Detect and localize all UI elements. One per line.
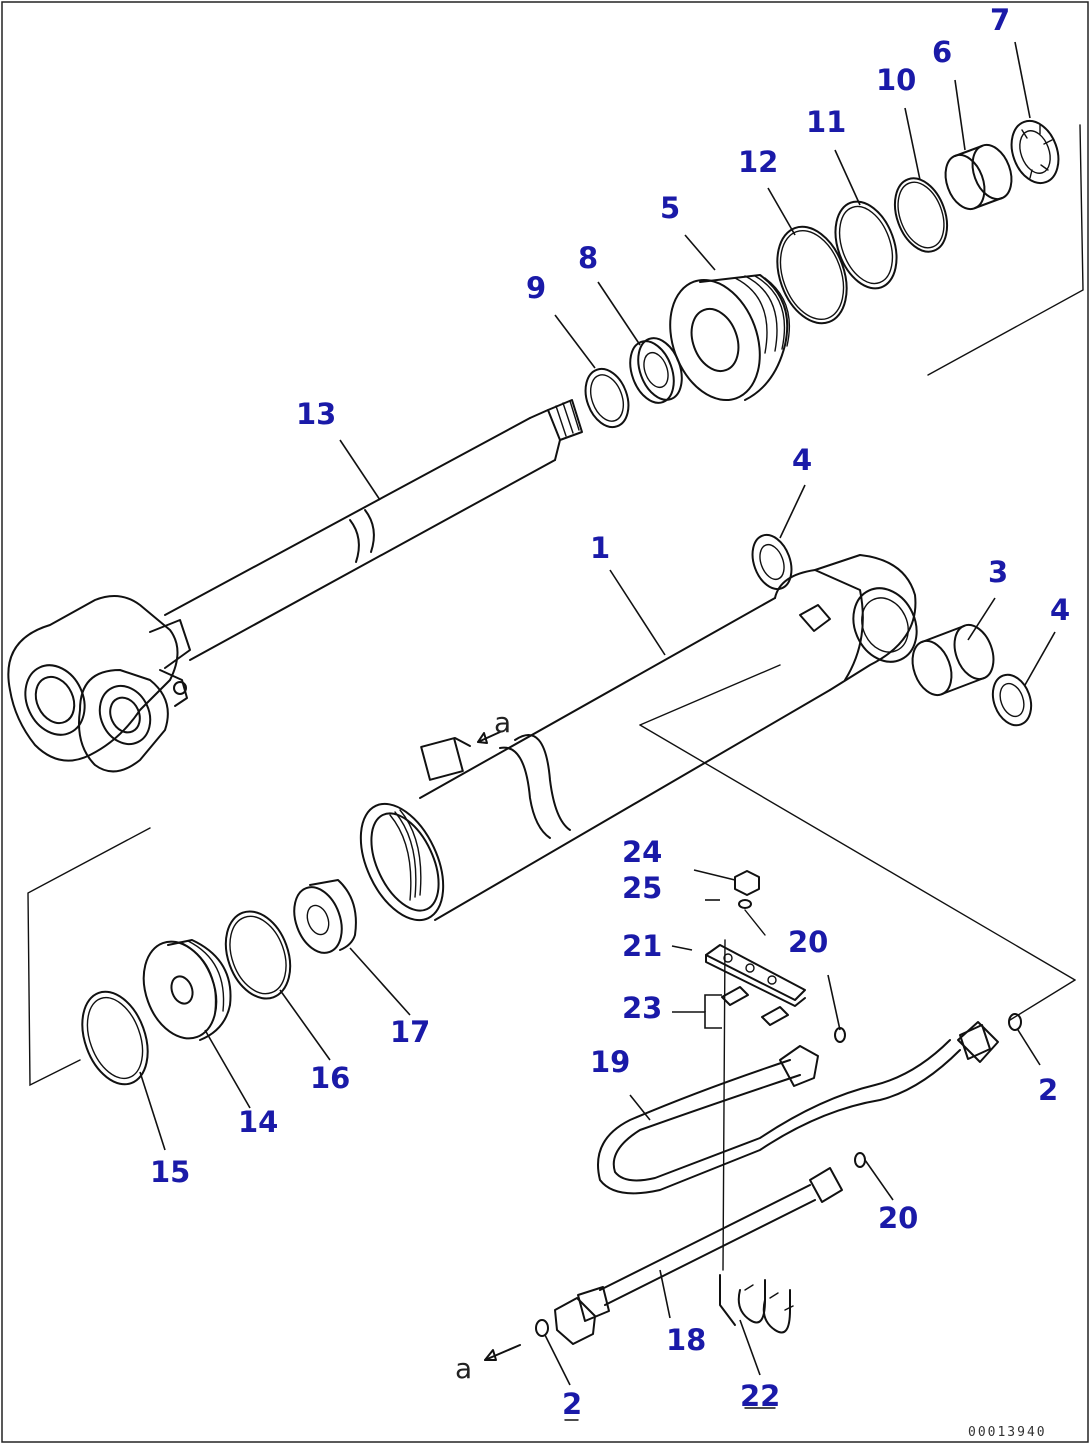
projection-line-upper (927, 124, 1084, 376)
oring-part-20-lower (854, 1152, 866, 1168)
callout-12: 12 (738, 145, 778, 179)
oring-part-2-lower (535, 1319, 549, 1337)
clips-part-23 (721, 986, 789, 1026)
oring-part-20-upper (834, 1027, 846, 1043)
ring-part-12 (776, 225, 848, 325)
seal-part-7 (1010, 120, 1060, 184)
bushing-part-6 (944, 143, 1013, 211)
projection-line-right (1009, 979, 1076, 1021)
view-a-arrow-upper (477, 731, 501, 743)
callout-11: 11 (806, 105, 846, 139)
callout-14: 14 (238, 1105, 278, 1139)
callout-3: 3 (988, 555, 1008, 589)
oring-part-2-right (1008, 1013, 1022, 1031)
callout-4-upper: 4 (792, 443, 812, 477)
bolt-part-24 (734, 870, 760, 896)
snap-ring-part-9 (584, 367, 630, 429)
callout-16: 16 (310, 1061, 350, 1095)
ring-part-10 (893, 177, 949, 253)
bracket-part-21 (705, 944, 806, 1007)
callout-25: 25 (622, 871, 662, 905)
callout-15: 15 (150, 1155, 190, 1189)
callout-2-right: 2 (1038, 1073, 1058, 1107)
callout-8: 8 (578, 241, 598, 275)
callout-7: 7 (990, 3, 1010, 37)
ring-part-11 (834, 200, 898, 290)
seal-part-4-upper (751, 533, 793, 591)
callout-20-lower: 20 (878, 1201, 918, 1235)
callout-9: 9 (526, 271, 546, 305)
callout-4-lower: 4 (1050, 593, 1070, 627)
callout-labels: 7 6 10 11 12 5 8 9 13 1 4 3 4 24 25 21 2… (150, 3, 1070, 1421)
callout-1: 1 (590, 531, 610, 565)
assembly-axis (722, 939, 726, 1271)
callout-24: 24 (622, 835, 662, 869)
projection-line-diag (639, 724, 1076, 981)
bushing-part-3 (911, 623, 995, 697)
callout-20-upper: 20 (788, 925, 828, 959)
callout-18: 18 (666, 1323, 706, 1357)
clamp-part-22 (719, 1274, 794, 1334)
rod-assembly (7, 399, 583, 773)
callout-13: 13 (296, 397, 336, 431)
washer-part-25 (738, 899, 752, 909)
view-marker-a-upper: a (494, 706, 511, 739)
view-marker-a-lower: a (455, 1352, 472, 1385)
callout-2-lower: 2 (562, 1387, 582, 1421)
callout-17: 17 (390, 1015, 430, 1049)
view-a-arrow-lower (484, 1344, 521, 1361)
callout-10: 10 (876, 63, 916, 97)
seal-part-4-lower (991, 673, 1033, 727)
projection-line-left (27, 827, 151, 1087)
drawing-code: 00013940 (968, 1425, 1047, 1440)
hose-part-18 (554, 1167, 843, 1345)
view-a-arrowhead-upper (477, 732, 488, 744)
callout-23: 23 (622, 991, 662, 1025)
nut-part-17 (293, 879, 357, 954)
callout-19: 19 (590, 1045, 630, 1079)
nut-part-8 (629, 337, 683, 404)
piston-part-14 (142, 939, 232, 1041)
callout-6: 6 (932, 35, 952, 69)
hose-part-19 (597, 1021, 999, 1195)
ring-part-16 (224, 910, 292, 1000)
view-a-arrowhead-lower (484, 1349, 497, 1361)
piston-part-5 (669, 274, 791, 402)
ring-part-15 (81, 990, 149, 1086)
cylinder-tube-part-1 (359, 554, 918, 922)
callout-5: 5 (660, 191, 680, 225)
callout-21: 21 (622, 929, 662, 963)
leader-lines (139, 41, 1056, 1421)
bolt-leader (744, 909, 766, 936)
projection-line-mid (639, 664, 781, 726)
callout-22: 22 (740, 1379, 780, 1413)
